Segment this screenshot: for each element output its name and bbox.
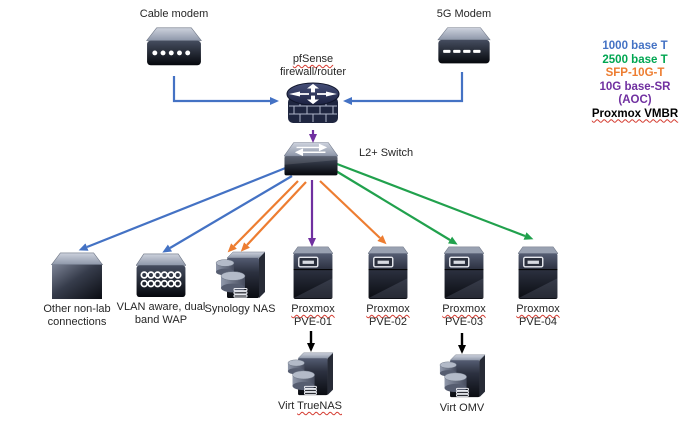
link-switch-synology-1 (227, 180, 299, 253)
legend-item-1000baseT: 1000 base T (602, 40, 668, 52)
node-wap: VLAN aware, dual band WAP (113, 252, 209, 327)
node-other-non-lab: Other non-lab connections (34, 251, 120, 329)
synology-nas-label: Synology NAS (204, 303, 276, 315)
legend: 1000 base T 2500 base T SFP-10G-T 10G ba… (581, 40, 689, 121)
node-cable-modem: Cable modem (134, 8, 214, 68)
virt-truenas-label: Virt TrueNAS (278, 400, 342, 413)
node-pve-01: Proxmox PVE-01 (283, 245, 343, 329)
cable-modem-label: Cable modem (139, 8, 209, 20)
wireless-access-point-icon (136, 253, 186, 298)
switch-icon (284, 142, 338, 176)
legend-item-proxmox-vmbr: Proxmox VMBR (591, 107, 679, 120)
cube-icon (51, 252, 103, 300)
node-pfsense: pfSense firewall/router (263, 53, 363, 125)
pve-01-subtitle: PVE-01 (294, 316, 332, 328)
node-virt-truenas: Virt TrueNAS (277, 351, 343, 413)
node-pve-04: Proxmox PVE-04 (508, 245, 568, 329)
server-icon (518, 246, 558, 300)
virt-omv-label: Virt OMV (439, 402, 485, 414)
link-5gmodem-pfsense (343, 72, 464, 105)
link-switch-pve02 (319, 180, 387, 245)
pfsense-role: firewall/router (279, 66, 347, 78)
node-virt-omv: Virt OMV (429, 353, 495, 415)
link-switch-pve04 (336, 162, 534, 240)
pve-03-label: Proxmox PVE-03 (442, 303, 485, 329)
pfsense-label: pfSense firewall/router (280, 53, 346, 79)
server-icon (444, 246, 484, 300)
pve-02-subtitle: PVE-02 (369, 316, 407, 328)
link-cablemodem-pfsense (172, 76, 279, 105)
wap-label: VLAN aware, dual band WAP (116, 301, 206, 326)
node-pve-02: Proxmox PVE-02 (358, 245, 418, 329)
pve-04-label: Proxmox PVE-04 (516, 303, 559, 329)
virt-truenas-prefix: Virt (278, 400, 295, 412)
legend-item-2500baseT: 2500 base T (602, 53, 668, 66)
l2-switch-label: L2+ Switch (359, 147, 414, 159)
pve-02-label: Proxmox PVE-02 (366, 303, 409, 329)
pve-02-title: Proxmox (366, 303, 410, 315)
nas-icon (287, 352, 334, 396)
link-switch-othernonlab (78, 165, 289, 251)
other-non-lab-label: Other non-lab connections (43, 303, 111, 328)
node-l2-switch (284, 141, 338, 177)
server-icon (293, 246, 333, 300)
node-5g-modem: 5G Modem (424, 8, 504, 66)
pve-03-subtitle: PVE-03 (445, 316, 483, 328)
link-switch-pve03 (335, 170, 458, 245)
server-icon (368, 246, 408, 300)
pfsense-name: pfSense (292, 53, 334, 65)
legend-item-aoc: (AOC) (618, 94, 652, 106)
pve-01-label: Proxmox PVE-01 (291, 303, 334, 329)
virt-truenas-name: TrueNAS (297, 400, 342, 412)
nas-icon (439, 354, 486, 398)
pve-04-title: Proxmox (516, 303, 560, 315)
pve-01-title: Proxmox (291, 303, 335, 315)
pve-03-title: Proxmox (442, 303, 486, 315)
nas-icon (215, 251, 266, 298)
node-pve-03: Proxmox PVE-03 (434, 245, 494, 329)
firewall-router-icon (286, 82, 340, 123)
modem-icon (146, 27, 202, 66)
node-synology-nas: Synology NAS (196, 250, 284, 316)
legend-item-10gbasesr: 10G base-SR (599, 80, 671, 93)
link-switch-synology-2 (240, 181, 307, 252)
modem-icon (437, 27, 491, 64)
pve-04-subtitle: PVE-04 (519, 316, 557, 328)
legend-item-sfp10gt: SFP-10G-T (605, 67, 665, 79)
5g-modem-label: 5G Modem (436, 8, 492, 20)
link-switch-wap (162, 175, 293, 253)
